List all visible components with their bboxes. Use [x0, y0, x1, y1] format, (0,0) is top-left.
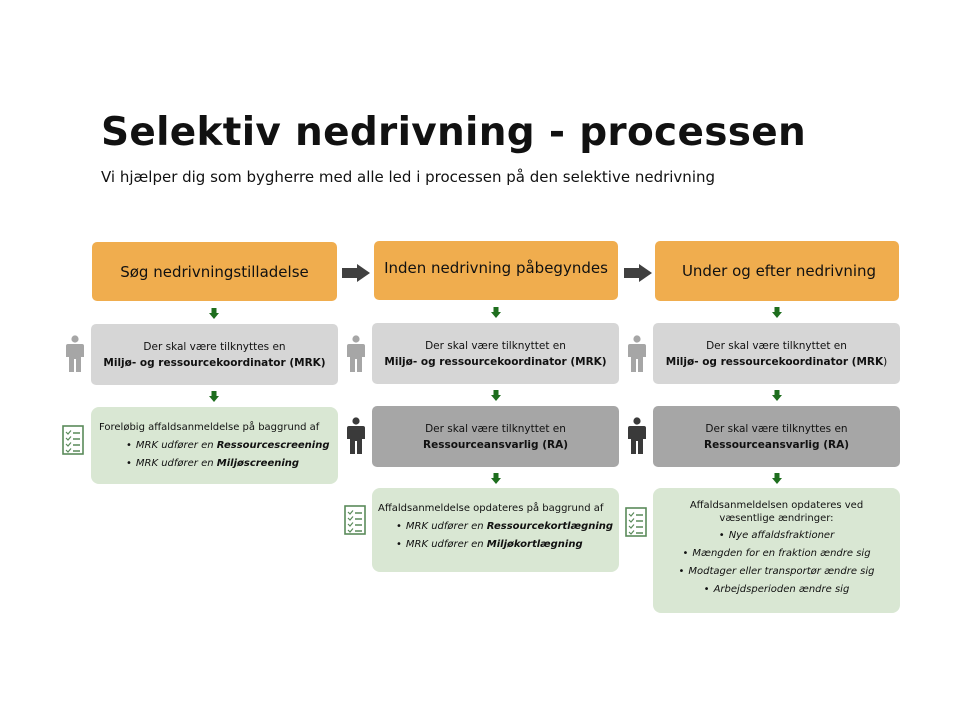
role-box-mrk-1: Der skal være tilknyttes en Miljø- og re… [91, 324, 338, 385]
role-line1: Der skal være tilknyttet en [425, 422, 566, 435]
role-line2: Ressourceansvarlig (RA) [422, 438, 569, 451]
arrow-down-icon [772, 390, 782, 401]
arrow-down-icon [209, 391, 219, 402]
stage-box-3: Under og efter nedrivning [655, 241, 899, 301]
list-item: MRK udfører en Ressourcekortlægning [396, 518, 619, 536]
docs-box-1: Foreløbig affaldsanmeldelse på baggrund … [91, 407, 338, 484]
arrow-right-icon [624, 264, 652, 282]
role-box-ra-3: Der skal være tilknyttes en Ressourceans… [653, 406, 900, 467]
role-line1: Der skal være tilknyttet en [425, 339, 566, 352]
stage-box-1: Søg nedrivningstilladelse [92, 242, 337, 301]
role-line2-wrap: Miljø- og ressourcekoordinator (MRK) [666, 354, 888, 370]
stage-label-2: Inden nedrivning påbegyndes [384, 258, 608, 277]
docs-intro: Affaldsanmeldelsen opdateres ved [689, 500, 864, 511]
docs-box-2: Affaldsanmeldelse opdateres på baggrund … [372, 488, 619, 572]
person-icon [628, 417, 646, 454]
role-box-mrk-2: Der skal være tilknyttet en Miljø- og re… [372, 323, 619, 384]
role-line2: Miljø- og ressourcekoordinator (MRK [665, 355, 884, 368]
list-item: MRK udfører en Ressourcescreening [126, 437, 338, 455]
role-box-mrk-3: Der skal være tilknyttet en Miljø- og re… [653, 323, 900, 384]
person-icon [66, 335, 84, 372]
checklist-icon [344, 505, 366, 535]
stage-label-1: Søg nedrivningstilladelse [120, 262, 309, 281]
list-item: Modtager eller transportør ændre sig [653, 563, 900, 581]
person-icon [347, 417, 365, 454]
arrow-down-icon [772, 473, 782, 484]
list-item: MRK udfører en Miljøkortlægning [396, 536, 619, 554]
person-icon [347, 335, 365, 372]
role-line1: Der skal være tilknyttes en [705, 422, 848, 435]
arrow-down-icon [491, 473, 501, 484]
docs-intro: Foreløbig affaldsanmeldelse på baggrund … [99, 422, 320, 433]
role-line2: Miljø- og ressourcekoordinator (MRK) [103, 356, 326, 369]
stage-box-2: Inden nedrivning påbegyndes [374, 241, 618, 300]
docs-intro: væsentlige ændringer: [719, 513, 834, 524]
list-item: Nye affaldsfraktioner [653, 527, 900, 545]
arrow-down-icon [772, 307, 782, 318]
checklist-icon [62, 425, 84, 455]
arrow-down-icon [209, 308, 219, 319]
stage-label-3: Under og efter nedrivning [681, 262, 877, 280]
page-title: Selektiv nedrivning - processen [101, 110, 807, 155]
list-item: Arbejdsperioden ændre sig [653, 581, 900, 599]
list-item: MRK udfører en Miljøscreening [126, 455, 338, 473]
list-item: Mængden for en fraktion ændre sig [653, 545, 900, 563]
arrow-down-icon [491, 390, 501, 401]
person-icon [628, 335, 646, 372]
role-line2-tail: ) [883, 355, 888, 368]
role-line1: Der skal være tilknyttet en [706, 339, 847, 352]
docs-intro: Affaldsanmeldelse opdateres på baggrund … [378, 503, 604, 514]
role-box-ra-2: Der skal være tilknyttet en Ressourceans… [372, 406, 619, 467]
role-line2: Ressourceansvarlig (RA) [703, 438, 850, 451]
page-subtitle: Vi hjælper dig som bygherre med alle led… [101, 168, 716, 186]
arrow-down-icon [491, 307, 501, 318]
role-line2: Miljø- og ressourcekoordinator (MRK) [384, 355, 607, 368]
checklist-icon [625, 507, 647, 537]
role-line1: Der skal være tilknyttes en [143, 340, 286, 353]
docs-box-3: Affaldsanmeldelsen opdateres ved væsentl… [653, 488, 900, 613]
arrow-right-icon [342, 264, 370, 282]
